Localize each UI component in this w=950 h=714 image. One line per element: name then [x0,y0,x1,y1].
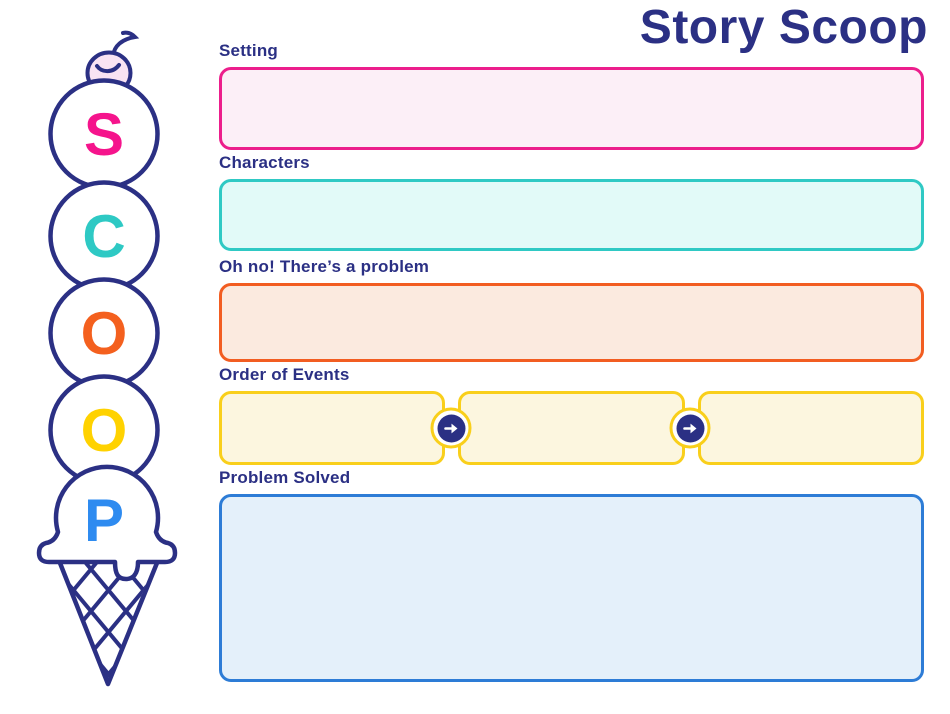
order-of-events-label: Order of Events [219,365,350,384]
section-characters: Characters [219,152,924,251]
problem-input-box[interactable] [219,283,924,362]
arrow-right-icon-inner [437,414,465,442]
cone-icon [55,555,162,687]
problem-solved-input-box[interactable] [219,494,924,682]
arrow-right-glyph [682,423,696,433]
arrow-right-icon-inner [676,414,704,442]
characters-input-box[interactable] [219,179,924,251]
section-problem: Oh no! There’s a problem [219,256,924,362]
order-event-box-2[interactable] [458,391,685,465]
scoop-letter-o2: O [81,397,128,464]
section-setting: Setting [219,40,924,150]
page-title: Story Scoop [639,1,928,54]
setting-input-box[interactable] [219,67,924,150]
order-event-box-3[interactable] [697,391,924,465]
scoop-letter-o1: O [81,300,128,367]
characters-label: Characters [219,153,310,172]
order-event-box-1[interactable] [219,391,446,465]
problem-solved-label: Problem Solved [219,468,351,487]
scoop-p-shape [36,464,178,582]
scoop-letter-p: P [84,487,124,554]
arrow-right-icon [430,407,472,449]
problem-label: Oh no! There’s a problem [219,257,430,276]
arrow-right-icon [669,407,711,449]
setting-label: Setting [219,41,279,60]
order-of-events-row [219,391,924,465]
section-order-of-events: Order of Events [219,364,924,465]
scoop-ice-cream-illustration: S C O O P [36,30,178,687]
arrow-right-glyph [443,423,457,433]
scoop-letter-s: S [84,101,124,168]
scoop-letter-c: C [82,203,125,270]
section-problem-solved: Problem Solved [219,467,924,682]
